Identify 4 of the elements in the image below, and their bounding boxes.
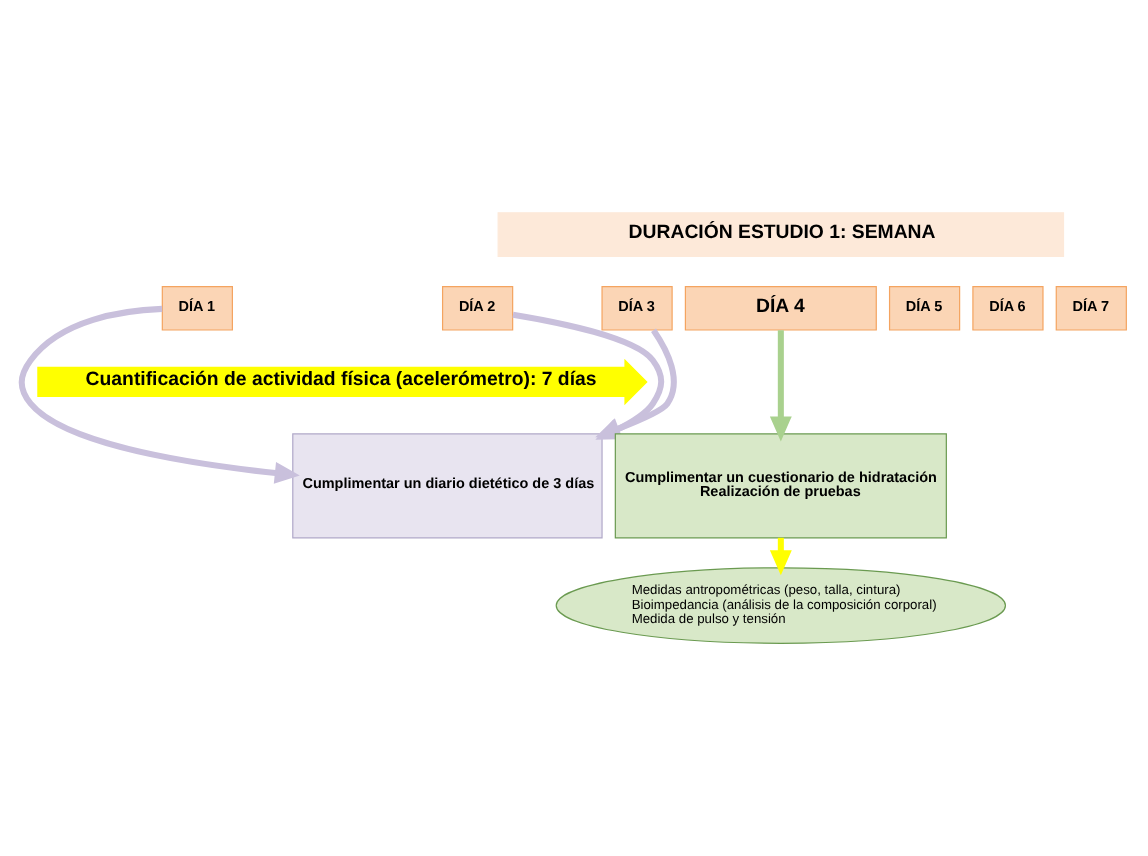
arrow — [18, 305, 300, 484]
arrow — [769, 330, 792, 442]
node-box: DÍA 4 — [684, 285, 877, 331]
node-box: DURACIÓN ESTUDIO 1: SEMANA — [497, 212, 1065, 257]
